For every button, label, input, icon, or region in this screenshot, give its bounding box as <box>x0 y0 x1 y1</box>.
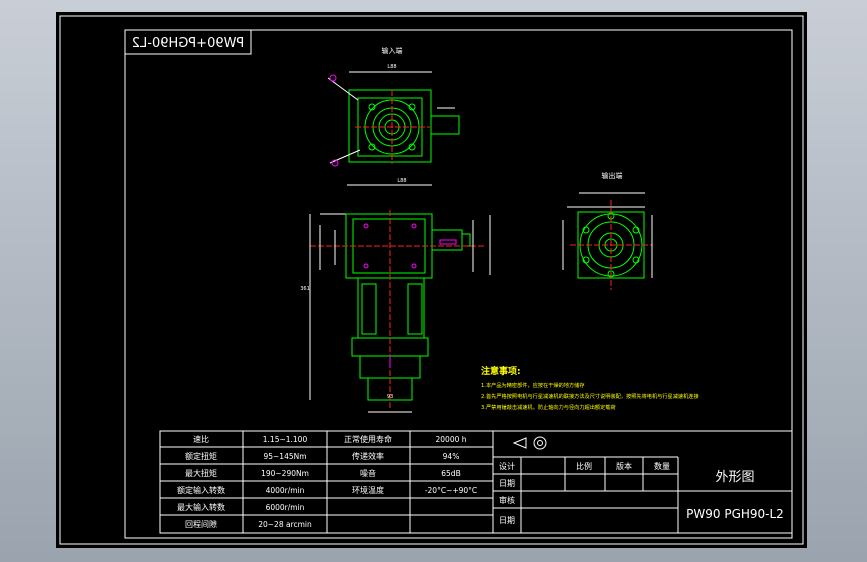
drawing-name: 外形图 <box>715 470 754 485</box>
side-view: L88 361 93 <box>300 178 491 413</box>
drawing-sheet: PW90+PGH90-L2 输入端 L88 <box>56 12 807 548</box>
inner-border <box>124 29 793 539</box>
spec-label: 额定扭矩 <box>185 451 217 461</box>
spec-label: 正常使用寿命 <box>344 434 392 444</box>
spec-label: 噪音 <box>360 468 376 478</box>
drawing-canvas: PW90+PGH90-L2 输入端 L88 <box>59 15 804 545</box>
spec-label: 传递效率 <box>352 451 384 461</box>
output-view-title: 输出端 <box>602 171 623 180</box>
side-height-dim: 361 <box>300 286 310 292</box>
date-label: 日期 <box>499 516 515 525</box>
spec-label: 回程间隙 <box>185 519 217 529</box>
third-angle-projection-icon <box>512 436 547 450</box>
scale-label: 比例 <box>576 461 592 471</box>
spec-label: 环境温度 <box>352 485 384 495</box>
notes-block: 注意事项: 1.本产品为精密部件，应按在干燥的地方储存 2.首先严格按照电机与行… <box>481 365 699 411</box>
spec-value: -20°C~+90°C <box>425 486 477 495</box>
quantity-label: 数量 <box>654 461 670 471</box>
spec-label: 额定输入转数 <box>177 485 225 495</box>
input-end-view: 输入端 L88 <box>327 46 460 167</box>
spec-label: 最大输入转数 <box>177 502 225 512</box>
spec-value: 1.15~1.100 <box>263 435 308 444</box>
spec-value: 20000 h <box>436 435 467 444</box>
notes-line-2: 2.首先严格按照电机与行星减速机的联接方法及尺寸说明装配，按照先将电机与行星减速… <box>481 392 699 400</box>
spec-value: 20~28 arcmin <box>258 520 312 529</box>
spec-value: 65dB <box>441 469 460 478</box>
spec-label: 速比 <box>193 434 209 444</box>
side-top-dim: L88 <box>397 178 406 184</box>
spec-value: 95~145Nm <box>263 452 306 461</box>
side-bottom-dim: 93 <box>387 394 393 400</box>
spec-value: 190~290Nm <box>261 469 309 478</box>
design-label: 设计 <box>499 461 515 471</box>
input-view-title: 输入端 <box>382 46 403 55</box>
notes-line-1: 1.本产品为精密部件，应按在干燥的地方储存 <box>481 381 585 389</box>
output-end-view: 输出端 <box>562 171 653 290</box>
date-label: 日期 <box>499 479 515 488</box>
spec-value: 4000r/min <box>266 486 305 495</box>
notes-title: 注意事项: <box>481 365 521 377</box>
version-label: 版本 <box>616 461 632 471</box>
title-flag-text: PW90+PGH90-L2 <box>132 36 245 51</box>
spec-label: 最大扭矩 <box>185 468 217 478</box>
notes-line-3: 3.严禁用锤敲击减速机，防止轴向力与径向力超出额定载荷 <box>481 403 616 411</box>
spec-table <box>159 430 494 534</box>
review-label: 审核 <box>499 495 515 505</box>
spec-value: 94% <box>443 452 460 461</box>
input-top-dim: L88 <box>387 64 396 70</box>
model-name: PW90 PGH90-L2 <box>686 507 784 521</box>
outer-frame <box>59 15 804 545</box>
title-block <box>492 430 793 534</box>
title-flag: PW90+PGH90-L2 <box>124 29 252 55</box>
spec-value: 6000r/min <box>266 503 305 512</box>
